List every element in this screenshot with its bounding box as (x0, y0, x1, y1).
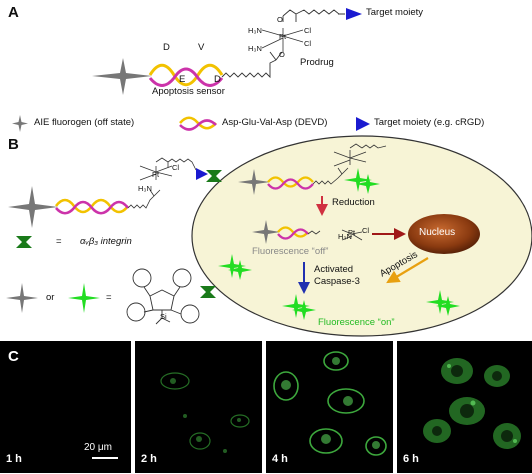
o-top-a: O (277, 15, 283, 24)
cl-b-2: Cl (362, 226, 370, 235)
pt-b-2: Pt (348, 228, 356, 237)
scale-bar-label: 20 μm (84, 442, 112, 453)
or-label: or (46, 292, 55, 303)
h3n-bottom-a: H₃N (248, 44, 262, 53)
peptide-letter-d1: D (163, 42, 170, 53)
panel-b-letter: B (8, 136, 19, 153)
legend-devd-magenta (179, 119, 217, 131)
linker-top-a (282, 9, 345, 22)
activated-label: Activated (314, 264, 354, 275)
green-star-cell-2 (218, 254, 252, 280)
target-moiety-label: Target moiety (366, 7, 424, 18)
cl-bottom-a: Cl (304, 39, 312, 48)
panel-c-letter: C (8, 348, 19, 365)
legend-star-gray-b (6, 283, 38, 313)
caspase-label: Caspase-3 (314, 276, 360, 287)
peptide-letter-v: V (198, 42, 205, 53)
micrograph-1h: 1 h 20 μm (0, 341, 131, 473)
ester-bottom-a (275, 51, 283, 61)
integrin-receptor-bottom (200, 286, 216, 298)
target-triangle-b (196, 168, 208, 180)
fluorescence-off-label: Fluorescence “off” (252, 246, 329, 257)
si-label: Si (160, 312, 167, 321)
micrograph-6h: 6 h (397, 341, 532, 473)
legend-aie-label: AIE fluorogen (off state) (34, 117, 135, 128)
integrin-equals: = (56, 236, 62, 247)
h3n-top-a: H₃N (248, 26, 262, 35)
pt-b-1: Pt (152, 170, 160, 179)
integrin-receptor-top (206, 170, 222, 182)
devd-peptide-magenta (148, 67, 224, 87)
cl-b-1: Cl (172, 163, 180, 172)
cells-6h (423, 358, 521, 449)
h3n-b-1: H₃N (138, 184, 152, 193)
integrin-legend-icon (16, 236, 32, 248)
aie-star-released (252, 220, 280, 244)
green-star-cell-1 (344, 168, 380, 194)
panel-a-letter: A (8, 4, 19, 21)
pt-bonds-a (261, 28, 304, 52)
cells-4h (273, 351, 387, 456)
silole-equals: = (106, 292, 112, 303)
micrograph-4h: 4 h (266, 341, 393, 473)
green-star-cell-4 (426, 290, 460, 316)
prodrug-label: Prodrug (300, 57, 334, 68)
fluorescence-on-label: Fluorescence “on” (318, 317, 395, 328)
silole-structure (126, 268, 200, 325)
pt-a: Pt (279, 32, 287, 41)
integrin-label: αᵥβ₃ integrin (80, 236, 132, 247)
h3n-b-2: H₃N (338, 232, 352, 241)
green-star-cell-3 (282, 294, 316, 320)
apoptosis-sensor-label: Apoptosis sensor (152, 86, 225, 97)
linker-a (221, 59, 277, 79)
nucleus-label: Nucleus (419, 227, 456, 238)
micrograph-time-2h: 2 h (141, 453, 157, 465)
micrograph-2h: 2 h (135, 341, 262, 473)
aie-star-large (92, 58, 152, 95)
legend-devd-yellow (179, 116, 217, 130)
cells-2h (160, 372, 250, 453)
aie-star-cell (238, 169, 270, 195)
micrograph-time-6h: 6 h (403, 453, 419, 465)
scale-bar (92, 457, 118, 459)
micrograph-time-4h: 4 h (272, 453, 288, 465)
micrograph-time-1h: 1 h (6, 453, 22, 465)
legend-star-gray (12, 115, 28, 132)
legend-target-label: Target moiety (e.g. cRGD) (374, 117, 485, 128)
cell-body (191, 135, 532, 337)
reduction-label: Reduction (332, 197, 375, 208)
aie-star-b (8, 186, 58, 228)
nucleus (408, 214, 480, 254)
cl-top-a: Cl (304, 26, 312, 35)
peptide-letter-d2: D (214, 74, 221, 85)
legend-star-green-b (68, 283, 100, 313)
apoptosis-arrow (386, 257, 429, 284)
o-bottom-a: O (279, 50, 285, 59)
peptide-letter-e: E (179, 74, 186, 85)
target-moiety-triangle-a (346, 8, 362, 20)
legend-target-triangle (356, 117, 370, 131)
legend-devd-label: Asp-Glu-Val-Asp (DEVD) (222, 117, 328, 128)
devd-peptide-yellow (148, 63, 224, 87)
